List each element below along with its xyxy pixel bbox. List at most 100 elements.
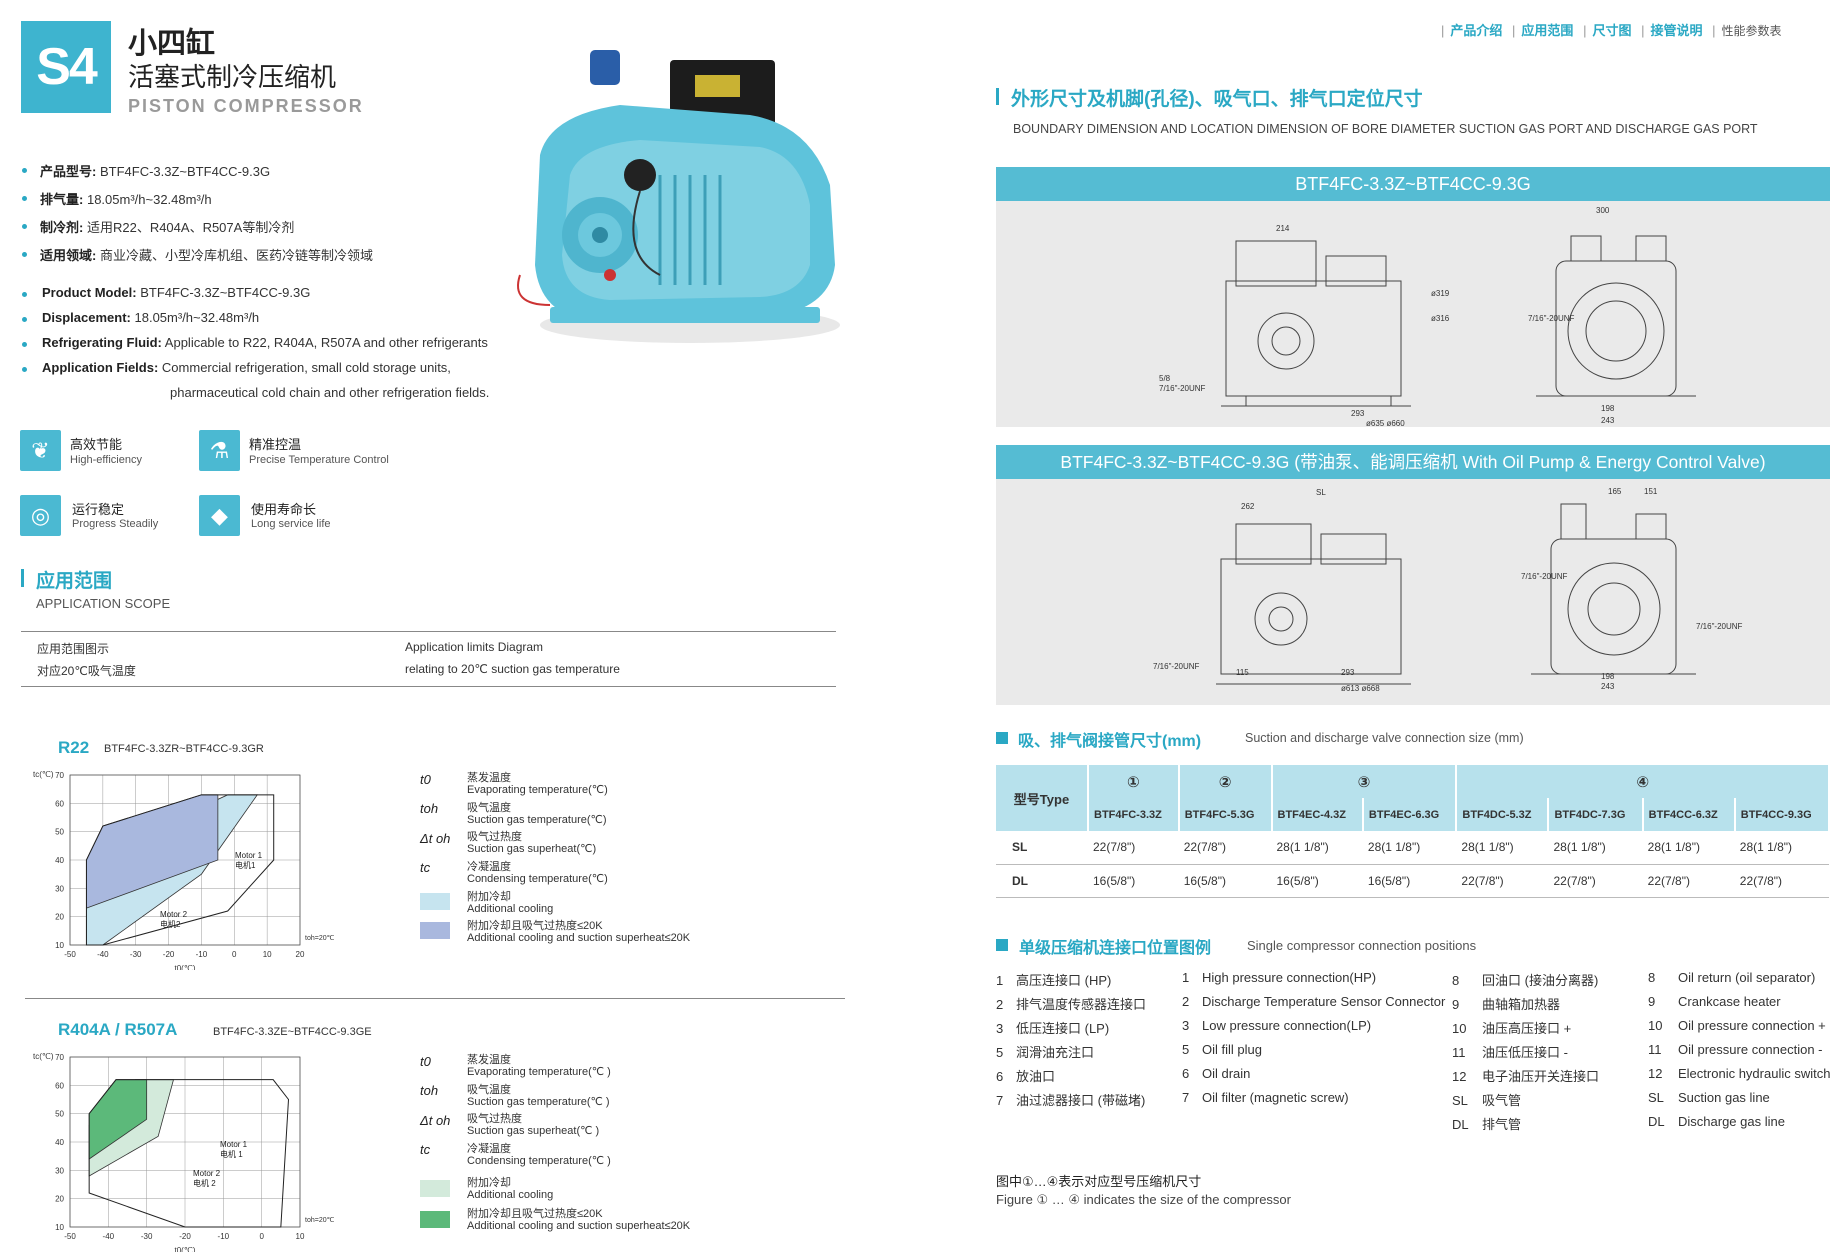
svg-text:214: 214 xyxy=(1276,224,1290,233)
y-tick-label: 70 xyxy=(55,771,64,780)
list-item-text: Electronic hydraulic switch co xyxy=(1678,1066,1830,1081)
spec-en-model: Product Model: BTF4FC-3.3Z~BTF4CC-9.3G xyxy=(42,285,311,300)
nav-performance[interactable]: 性能参数表 xyxy=(1721,24,1782,38)
motor1-label: Motor 1 xyxy=(220,1140,248,1149)
y-axis-label: tc(℃) xyxy=(33,1052,54,1061)
x-tick-label: -20 xyxy=(179,1232,191,1241)
y-tick-label: 10 xyxy=(55,1223,64,1232)
list-item-number: 2 xyxy=(1182,994,1190,1009)
y-tick-label: 50 xyxy=(55,828,64,837)
y-tick-label: 10 xyxy=(55,941,64,950)
envelope-outline xyxy=(85,794,275,946)
nav-intro[interactable]: 产品介绍 xyxy=(1450,23,1503,38)
diagram-label-en-2: relating to 20℃ suction gas temperature xyxy=(405,662,620,676)
thermometer-icon: ⚗ xyxy=(199,430,240,471)
list-item-text: 油压高压接口 + xyxy=(1482,1021,1572,1036)
legend2-sym-t0: t0 xyxy=(420,1054,431,1069)
legend2-tc-cn: 冷凝温度 xyxy=(467,1143,511,1155)
list-item-text: 曲轴箱加热器 xyxy=(1482,997,1561,1012)
svg-text:198: 198 xyxy=(1601,672,1615,681)
row-label-sl: SL xyxy=(1012,840,1028,855)
feature-en-1: High-efficiency xyxy=(70,454,142,466)
list-item-number: DL xyxy=(1452,1117,1469,1132)
legend2-dtoh-en: Suction gas superheat(℃ ) xyxy=(467,1125,600,1137)
table-cell: 16(5/8") xyxy=(1093,873,1136,888)
leaf-icon: ❦ xyxy=(20,430,61,471)
footnote-en: Figure ① … ④ indicates the size of the c… xyxy=(996,1192,1291,1207)
nav-dimensions[interactable]: 尺寸图 xyxy=(1592,23,1632,38)
model-col-8: BTF4CC-9.3G xyxy=(1734,798,1830,831)
row-label-dl: DL xyxy=(1012,873,1028,888)
list-item-number: SL xyxy=(1452,1093,1468,1108)
legend-sym-tc: tc xyxy=(420,860,431,875)
list-item-text: Oil pressure connection - xyxy=(1678,1042,1823,1057)
x-axis-label: t0(℃) xyxy=(175,1246,196,1252)
top-nav: |产品介绍 |应用范围 |尺寸图 |接管说明 |性能参数表 xyxy=(1441,23,1782,38)
list-item-text: Crankcase heater xyxy=(1678,994,1781,1009)
table-cell: 16(5/8") xyxy=(1183,873,1226,888)
motor2-cn-label: 电机2 xyxy=(160,919,181,929)
list-item-number: 8 xyxy=(1648,970,1656,985)
nav-scope[interactable]: 应用范围 xyxy=(1521,23,1574,38)
legend2-sym-tc: tc xyxy=(420,1142,431,1157)
list-item-number: 8 xyxy=(1452,973,1460,988)
list-item-text: 低压连接口 (LP) xyxy=(1016,1021,1110,1036)
legend-sym-dtoh: Δt oh xyxy=(420,831,451,846)
list-item-number: 7 xyxy=(1182,1090,1190,1105)
y-tick-label: 40 xyxy=(55,1138,64,1147)
list-item-number: 10 xyxy=(1648,1018,1663,1033)
list-item-number: 6 xyxy=(996,1069,1004,1084)
model-col-6: BTF4DC-7.3G xyxy=(1548,798,1644,831)
y-tick-label: 20 xyxy=(55,1195,64,1204)
legend-superheat-en: Additional cooling and suction superheat… xyxy=(467,932,691,944)
list-item-number: 3 xyxy=(996,1021,1004,1036)
diamond-icon: ◆ xyxy=(199,495,240,536)
x-tick-label: 20 xyxy=(296,950,305,959)
model-col-3: BTF4EC-4.3Z xyxy=(1271,798,1364,831)
legend-cooling-en: Additional cooling xyxy=(467,903,554,915)
list-item-number: 11 xyxy=(1452,1045,1466,1060)
valve-type-header: 型号Type xyxy=(996,765,1089,831)
model-col-5: BTF4DC-5.3Z xyxy=(1456,798,1550,831)
scope-title-cn: 应用范围 xyxy=(36,571,113,592)
table-row: SL 22(7/8") 22(7/8") 28(1 1/8") 28(1 1/8… xyxy=(996,831,1829,864)
svg-text:SL: SL xyxy=(1316,488,1326,497)
legend2-t0-en: Evaporating temperature(℃ ) xyxy=(467,1066,611,1078)
chart-divider xyxy=(25,998,845,999)
x-tick-label: -40 xyxy=(103,1232,115,1241)
dims-title-en: BOUNDARY DIMENSION AND LOCATION DIMENSIO… xyxy=(1013,122,1758,136)
spec-cn-displacement: 排气量: 18.05m³/h~32.48m³/h xyxy=(40,192,212,207)
feature-en-2: Precise Temperature Control xyxy=(249,454,389,466)
drawing-band-1: BTF4FC-3.3Z~BTF4CC-9.3G xyxy=(996,167,1830,201)
nav-connections[interactable]: 接管说明 xyxy=(1650,23,1703,38)
svg-text:ø613 ø668: ø613 ø668 xyxy=(1341,684,1380,693)
legend2-swatch-cooling xyxy=(420,1180,450,1197)
svg-text:300: 300 xyxy=(1596,206,1610,215)
compressor-photo xyxy=(517,50,840,343)
list-item-number: 7 xyxy=(996,1093,1004,1108)
product-title-en: PISTON COMPRESSOR xyxy=(128,96,364,116)
list-item-number: 11 xyxy=(1648,1042,1662,1057)
y-tick-label: 20 xyxy=(55,913,64,922)
legend2-superheat-en: Additional cooling and suction superheat… xyxy=(467,1220,691,1232)
list-item-number: 12 xyxy=(1648,1066,1663,1081)
x-axis-label: t0(℃) xyxy=(175,964,196,970)
legend-swatch-cooling xyxy=(420,893,450,910)
scope-rule-bottom xyxy=(21,686,836,687)
legend2-toh-en: Suction gas temperature(℃ ) xyxy=(467,1096,610,1108)
legend-sym-t0: t0 xyxy=(420,772,431,787)
list-item-text: 排气管 xyxy=(1482,1117,1522,1132)
series-badge: S4 xyxy=(21,21,111,113)
legend2-swatch-superheat xyxy=(420,1211,450,1228)
list-item-text: Oil drain xyxy=(1202,1066,1251,1081)
